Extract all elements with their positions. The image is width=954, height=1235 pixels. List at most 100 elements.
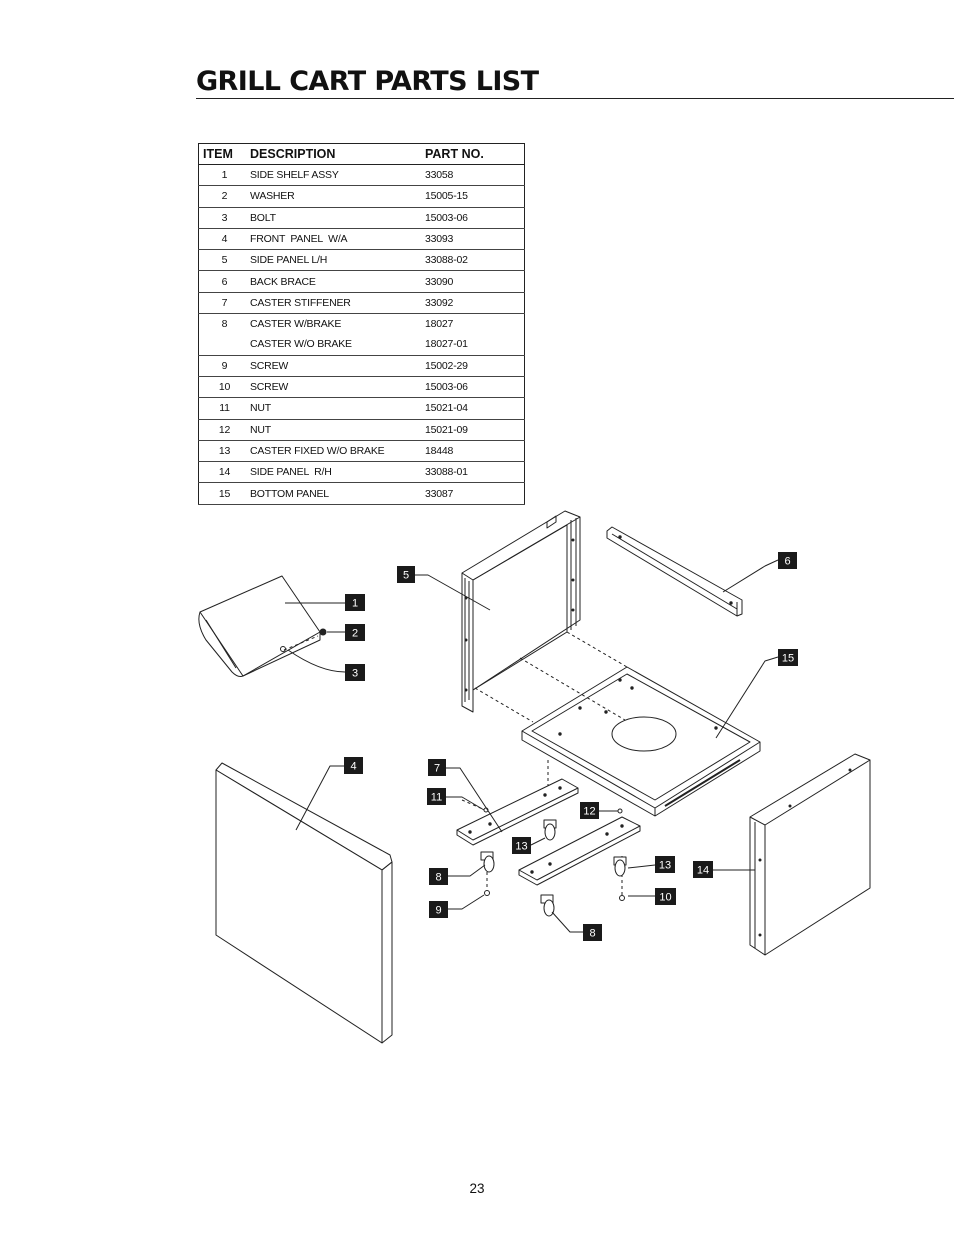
row-description: FRONT PANEL W/A bbox=[250, 233, 348, 246]
row-item: 1 bbox=[221, 169, 228, 182]
svg-text:13: 13 bbox=[659, 860, 671, 872]
row-description: SIDE PANEL L/H bbox=[250, 254, 328, 267]
svg-text:9: 9 bbox=[435, 905, 441, 917]
callout-12: 12 bbox=[580, 802, 599, 819]
row-part-no: 33090 bbox=[425, 275, 454, 288]
callout-10: 10 bbox=[655, 888, 676, 905]
svg-text:1: 1 bbox=[352, 598, 358, 610]
svg-text:10: 10 bbox=[659, 892, 671, 904]
callout-1: 1 bbox=[345, 594, 365, 611]
row-part-no: 18027 18027-01 bbox=[425, 314, 525, 356]
row-part-no: 15021-04 bbox=[425, 402, 468, 415]
svg-text:6: 6 bbox=[784, 556, 790, 568]
row-part-no: 15003-06 bbox=[425, 211, 468, 224]
header-part-no: PART NO. bbox=[425, 143, 525, 165]
front-panel-drawing bbox=[215, 762, 393, 1044]
row-item: 2 bbox=[221, 190, 228, 203]
row-item: 8 bbox=[199, 314, 251, 356]
back-brace-drawing bbox=[606, 526, 743, 617]
row-description: NUT bbox=[250, 423, 271, 436]
svg-text:12: 12 bbox=[583, 806, 595, 818]
row-description: BACK BRACE bbox=[250, 275, 316, 288]
table-row: 8 CASTER W/BRAKE CASTER W/O BRAKE 18027 … bbox=[198, 314, 525, 356]
table-row: 1 SIDE SHELF ASSY 33058 bbox=[198, 165, 525, 186]
row-item-value: 8 bbox=[221, 318, 228, 331]
row-item: 11 bbox=[219, 402, 230, 415]
table-row: 5 SIDE PANEL L/H 33088-02 bbox=[198, 250, 525, 271]
svg-text:8: 8 bbox=[589, 928, 595, 940]
callout-11: 11 bbox=[427, 788, 446, 805]
svg-text:14: 14 bbox=[697, 865, 709, 877]
row-description: CASTER FIXED W/O BRAKE bbox=[250, 445, 385, 457]
callout-7: 7 bbox=[428, 759, 446, 776]
table-row: 4 FRONT PANEL W/A 33093 bbox=[198, 228, 525, 250]
table-row: 2 WASHER 15005-15 bbox=[198, 186, 525, 208]
svg-text:4: 4 bbox=[350, 761, 356, 773]
row-part-no-line-1: 18027 bbox=[425, 318, 454, 331]
row-description: BOLT bbox=[250, 211, 276, 224]
row-description: NUT bbox=[250, 402, 271, 415]
svg-text:5: 5 bbox=[403, 570, 409, 582]
row-part-no: 33093 bbox=[425, 233, 454, 246]
svg-text:11: 11 bbox=[431, 792, 442, 804]
svg-text:8: 8 bbox=[435, 872, 441, 884]
row-part-no: 33087 bbox=[425, 487, 454, 500]
callout-3: 3 bbox=[345, 664, 365, 681]
svg-text:13: 13 bbox=[515, 841, 527, 853]
svg-text:3: 3 bbox=[352, 668, 358, 680]
row-part-no-line-2: 18027-01 bbox=[425, 338, 468, 351]
table-row: 15 BOTTOM PANEL 33087 bbox=[198, 482, 525, 505]
callout-13-right: 13 bbox=[655, 856, 675, 873]
callout-2: 2 bbox=[345, 624, 365, 641]
callouts: 1 2 3 5 6 15 4 7 11 12 13 13 14 8 10 9 8 bbox=[344, 552, 798, 941]
table-row: 12 NUT 15021-09 bbox=[198, 419, 525, 441]
row-part-no: 33088-02 bbox=[425, 254, 468, 267]
table-row: 9 SCREW 15002-29 bbox=[198, 355, 525, 377]
svg-text:7: 7 bbox=[434, 763, 440, 775]
row-description: SCREW bbox=[250, 359, 289, 372]
row-description: CASTER STIFFENER bbox=[250, 296, 351, 309]
row-description-line-2: CASTER W/O BRAKE bbox=[250, 338, 352, 351]
title-rule bbox=[196, 98, 954, 99]
row-part-no: 15003-06 bbox=[425, 381, 468, 394]
header-item: ITEM bbox=[198, 143, 250, 165]
row-part-no: 33088-01 bbox=[425, 466, 468, 479]
row-item: 6 bbox=[221, 275, 228, 288]
row-item: 5 bbox=[221, 254, 228, 267]
table-row: 14 SIDE PANEL R/H 33088-01 bbox=[198, 462, 525, 483]
callout-14: 14 bbox=[693, 861, 713, 878]
side-panel-lh-drawing bbox=[461, 510, 581, 713]
row-item: 13 bbox=[218, 445, 231, 457]
row-item: 3 bbox=[221, 211, 228, 224]
header-description: DESCRIPTION bbox=[250, 143, 425, 165]
page-title: GRILL CART PARTS LIST bbox=[196, 66, 539, 97]
caster-wheels-drawing bbox=[319, 628, 627, 917]
side-shelf-drawing bbox=[198, 575, 321, 677]
row-item: 14 bbox=[218, 466, 231, 479]
table-row: 7 CASTER STIFFENER 33092 bbox=[198, 292, 525, 314]
callout-15: 15 bbox=[778, 649, 798, 666]
callout-9: 9 bbox=[429, 901, 448, 918]
row-part-no: 15021-09 bbox=[425, 423, 468, 436]
row-item: 4 bbox=[221, 233, 228, 246]
row-item: 15 bbox=[218, 487, 231, 500]
callout-8-bottom: 8 bbox=[583, 924, 602, 941]
table-row: 3 BOLT 15003-06 bbox=[198, 207, 525, 229]
row-part-no: 18448 bbox=[425, 445, 454, 457]
leader-lines bbox=[285, 559, 779, 933]
page-number: 23 bbox=[469, 1181, 485, 1196]
table-row: 13 CASTER FIXED W/O BRAKE 18448 bbox=[198, 440, 525, 462]
callout-8-left: 8 bbox=[429, 868, 448, 885]
row-description: BOTTOM PANEL bbox=[250, 487, 329, 500]
row-item: 12 bbox=[218, 423, 231, 436]
callout-6: 6 bbox=[778, 552, 797, 569]
svg-text:2: 2 bbox=[352, 628, 358, 640]
row-description-line-1: CASTER W/BRAKE bbox=[250, 318, 342, 331]
svg-text:15: 15 bbox=[782, 653, 794, 665]
row-item: 9 bbox=[221, 359, 228, 372]
row-item: 10 bbox=[218, 381, 231, 394]
row-part-no: 15005-15 bbox=[425, 190, 468, 203]
row-description: SCREW bbox=[250, 381, 289, 394]
parts-table: ITEM DESCRIPTION PART NO. 1 SIDE SHELF A… bbox=[198, 143, 525, 505]
